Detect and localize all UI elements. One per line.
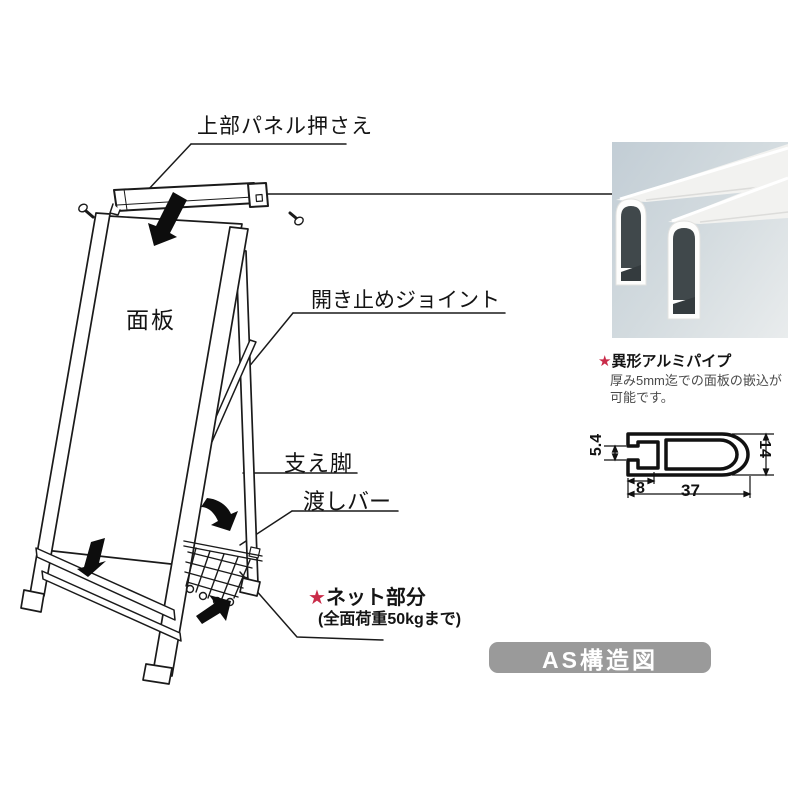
label-support-leg: 支え脚 [284, 451, 354, 476]
label-net-part: ★ネット部分 [308, 581, 426, 610]
bottom-crossbars [35, 547, 182, 642]
profile-outline [626, 432, 750, 477]
label-net-load-note: (全面荷重50kgまで) [318, 611, 462, 628]
up-right-arrow-icon [196, 595, 231, 624]
label-top-panel-holder: 上部パネル押さえ [197, 115, 373, 138]
label-watashi-bar: 渡しバー [303, 489, 392, 514]
screw-icon-left [78, 203, 95, 219]
label-open-stop-joint: 開き止めジョイント [311, 289, 500, 312]
screw-icon-right [288, 211, 304, 226]
net-and-bar [183, 540, 263, 607]
dimension-slot-height: 5.4 [588, 433, 606, 457]
front-right-leg [142, 226, 249, 685]
front-left-leg [20, 212, 111, 613]
red-star-icon: ★ [308, 587, 326, 609]
dimension-channel-width: 8 [636, 480, 645, 497]
pipe-description-line2: 可能です。 [610, 390, 674, 405]
diagram-title-badge: AS構造図 [489, 642, 711, 673]
pipe-title-text: 異形アルミパイプ [611, 353, 732, 370]
pipe-left [615, 144, 789, 286]
top-holder-bar [109, 182, 269, 216]
down-arrow-icon [77, 538, 106, 577]
dimension-total-height: 14 [755, 440, 773, 458]
dimension-total-width: 37 [681, 481, 700, 500]
back-leg [235, 249, 261, 597]
curved-down-arrow-icon [201, 498, 238, 531]
leader-lines [146, 143, 617, 641]
red-star-icon: ★ [598, 353, 612, 370]
pipe-description-line1: 厚み5mm迄での面板の嵌込が [610, 373, 782, 388]
label-pipe-title: ★異形アルミパイプ [598, 350, 731, 371]
diagram-title-text: AS構造図 [542, 646, 658, 673]
net-part-text: ネット部分 [325, 587, 426, 609]
pipe-description: 厚み5mm迄での面板の嵌込が 可能です。 [610, 372, 782, 406]
pipe-photo-drawing [615, 144, 789, 320]
dimension-lines [604, 432, 774, 498]
pipe-cross-section [604, 432, 774, 498]
label-face-panel: 面板 [126, 307, 176, 333]
pipe-right [667, 174, 789, 320]
down-arrow-icon [148, 192, 187, 246]
aluminum-pipe-photo [612, 142, 789, 338]
